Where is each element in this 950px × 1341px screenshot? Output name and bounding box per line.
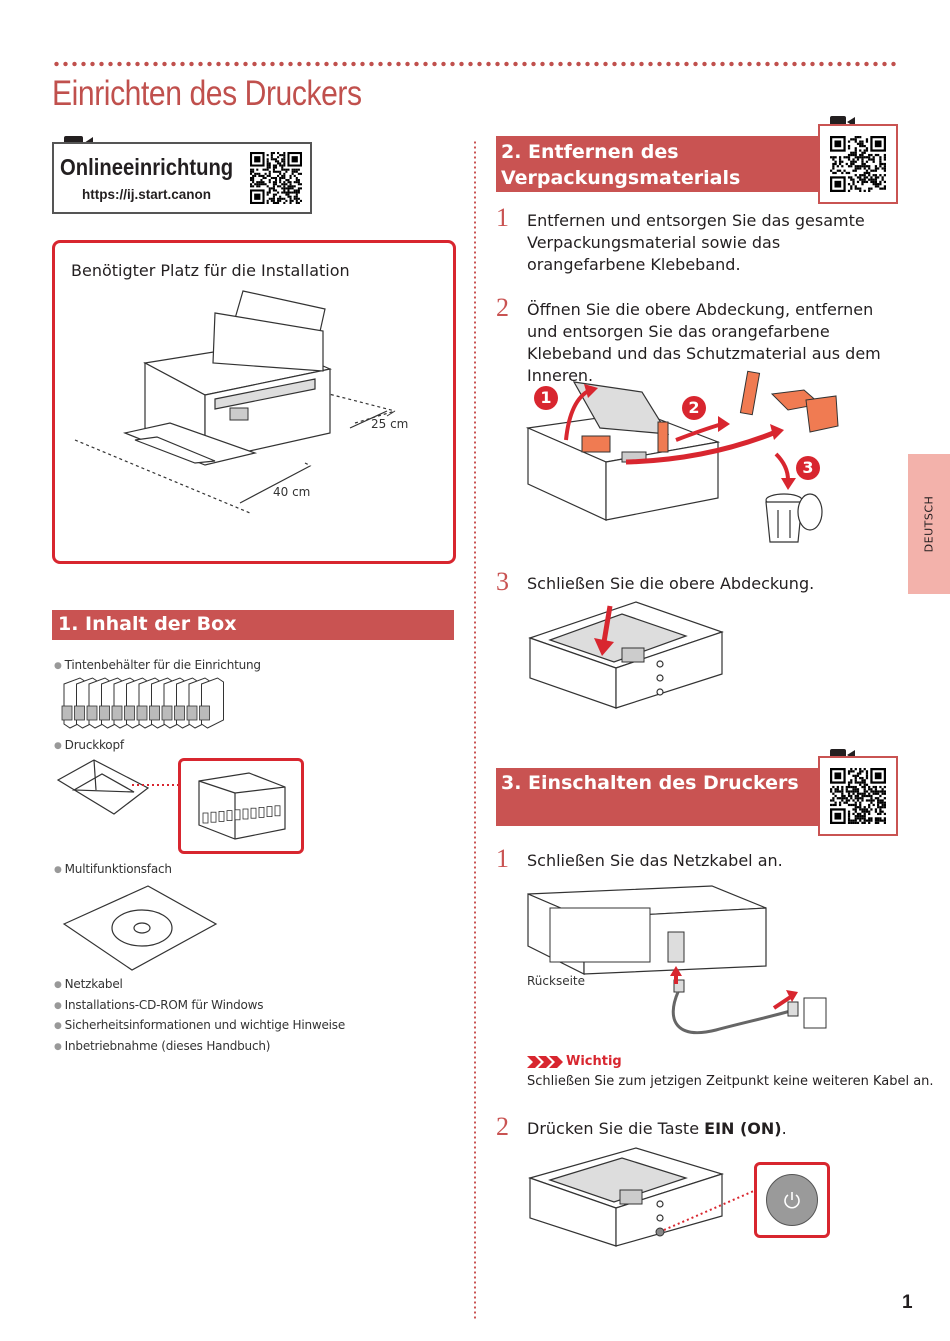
print-head-zoom-frame [178, 758, 304, 854]
step-number: 3 [496, 567, 509, 596]
callout-number: 3 [796, 456, 820, 480]
qr-code-frame [818, 756, 898, 836]
section-box-contents-title: 1. Inhalt der Box [58, 613, 237, 635]
step-text-suffix: . [781, 1119, 787, 1138]
press-on-illustration [528, 1147, 757, 1247]
step-text: Schließen Sie die obere Abdeckung. [527, 574, 815, 593]
step-text: Öffnen Sie die obere Abdeckung, entferne… [527, 300, 881, 385]
list-item: Inbetriebnahme (dieses Handbuch) [54, 1039, 271, 1053]
language-side-tab-label: DEUTSCH [922, 495, 936, 553]
important-label: Wichtig [566, 1054, 622, 1069]
column-divider [474, 140, 476, 1320]
remove-tape-illustration [525, 370, 839, 543]
on-button-name: EIN (ON) [704, 1119, 782, 1138]
connect-power-cable-illustration [527, 885, 827, 1035]
section-power-header: 3. Einschalten des Druckers [496, 768, 818, 826]
close-cover-illustration [528, 601, 724, 709]
important-text: Schließen Sie zum jetzigen Zeitpunkt kei… [527, 1074, 934, 1089]
qr-code-icon[interactable] [830, 136, 886, 192]
page-number: 1 [902, 1292, 913, 1313]
list-item: Druckkopf [54, 738, 124, 752]
multipurpose-tray-illustration [62, 885, 218, 971]
language-side-tab: DEUTSCH [908, 454, 950, 594]
qr-code-icon[interactable] [250, 152, 302, 204]
qr-code-icon[interactable] [830, 768, 886, 824]
dimension-front-label: 40 cm [273, 485, 311, 499]
step-text-prefix: Drücken Sie die Taste [527, 1119, 705, 1138]
section-packaging-title: 2. Entfernen des Verpackungsmaterials [501, 141, 741, 189]
section-packaging-header: 2. Entfernen des Verpackungsmaterials [496, 136, 818, 192]
online-setup-box: Onlineeinrichtung https://ij.start.canon [52, 142, 312, 214]
online-setup-url[interactable]: https://ij.start.canon [82, 187, 212, 202]
section-box-contents-header: 1. Inhalt der Box [52, 610, 454, 640]
printer-space-illustration [74, 290, 396, 514]
dotted-connector [132, 784, 180, 786]
triple-chevron-icon [527, 1056, 563, 1068]
page-title: Einrichten des Druckers [52, 74, 362, 113]
rear-side-label: Rückseite [527, 974, 586, 988]
step-text: Schließen Sie das Netzkabel an. [527, 851, 783, 870]
power-icon [784, 1192, 800, 1209]
callout-number: 2 [682, 396, 706, 420]
section-power-title: 3. Einschalten des Druckers [501, 772, 799, 794]
list-item: Netzkabel [54, 977, 123, 991]
step-number: 2 [496, 1112, 509, 1141]
dimension-side-label: 25 cm [371, 417, 409, 431]
step-number: 1 [496, 844, 509, 873]
qr-code-frame [818, 124, 898, 204]
list-item: Sicherheitsinformationen und wichtige Hi… [54, 1018, 346, 1032]
list-item: Installations-CD-ROM für Windows [54, 998, 264, 1012]
qr-code-pattern [830, 768, 886, 824]
print-head-package-illustration [56, 759, 150, 815]
online-setup-title: Onlineeinrichtung [60, 154, 234, 180]
qr-code-pattern [830, 136, 886, 192]
step-number: 1 [496, 203, 509, 232]
power-button-zoom-frame [754, 1162, 830, 1238]
power-button[interactable] [766, 1174, 818, 1226]
qr-code-pattern [250, 152, 302, 204]
list-item: Multifunktionsfach [54, 862, 172, 876]
installation-space-title: Benötigter Platz für die Installation [71, 261, 350, 280]
print-head-illustration [198, 772, 286, 840]
top-dotted-rule [52, 60, 898, 68]
installation-space-box: Benötigter Platz für die Installation 25… [52, 240, 456, 564]
list-item: Tintenbehälter für die Einrichtung [54, 658, 261, 672]
callout-number: 1 [534, 386, 558, 410]
step-text: Entfernen und entsorgen Sie das gesamte … [527, 211, 865, 274]
step-text-press-on: Drücken Sie die Taste EIN (ON). [527, 1118, 899, 1140]
ink-tanks-illustration [61, 677, 224, 729]
step-number: 2 [496, 293, 509, 322]
